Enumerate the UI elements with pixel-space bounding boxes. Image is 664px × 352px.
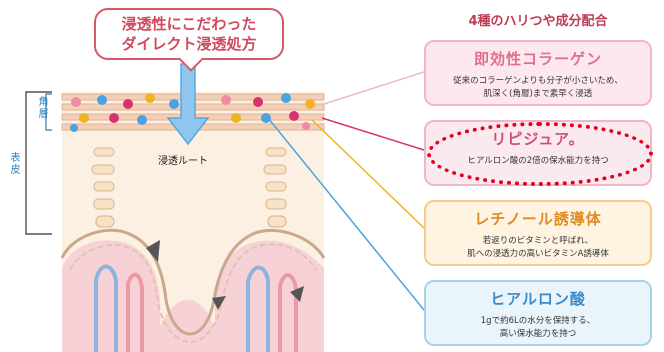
label-epidermis: 表皮	[8, 152, 19, 176]
callout-line2: ダイレクト浸透処方	[121, 35, 257, 53]
panel-hyaluronic: ヒアルロン酸 1gで約6Lの水分を保持する、 高い保水能力を持つ	[424, 280, 652, 346]
panel-collagen: 即効性コラーゲン 従来のコラーゲンよりも分子が小さいため、 肌深く(角層)まで素…	[424, 40, 652, 106]
connector-retinol	[311, 119, 425, 229]
panel-header: 4種のハリつや成分配合	[468, 14, 608, 29]
penetration-arrow	[166, 63, 210, 146]
panel-retinol-desc2: 肌への浸透力の高いビタミンA誘導体	[467, 249, 609, 259]
panel-retinol-desc1: 若返りのビタミンと呼ばれ、	[482, 236, 594, 246]
callout-bubble: 浸透性にこだわった ダイレクト浸透処方	[94, 8, 284, 60]
basal-membrane-inner	[69, 243, 317, 344]
panel-hyaluronic-desc1: 1gで約6Lの水分を保持する、	[480, 316, 596, 326]
panel-retinol-title: レチノール誘導体	[474, 210, 602, 228]
callout-line1: 浸透性にこだわった	[121, 15, 257, 33]
label-stratum: 角層	[36, 96, 47, 120]
vessel-blue-right	[246, 265, 270, 352]
panel-collagen-desc1: 従来のコラーゲンよりも分子が小さいため、	[453, 76, 623, 86]
connector-hyaluronic	[267, 117, 425, 311]
bracket-stratum	[45, 93, 52, 131]
arrow-dark-mid	[212, 296, 226, 310]
panel-collagen-desc: 従来のコラーゲンよりも分子が小さいため、 肌深く(角層)まで素早く浸透	[426, 75, 650, 101]
dermis-left-papilla	[62, 240, 160, 352]
panel-hyaluronic-desc2: 高い保水能力を持つ	[499, 329, 577, 339]
highlight-oval	[427, 122, 653, 186]
panel-retinol: レチノール誘導体 若返りのビタミンと呼ばれ、 肌への浸透力の高いビタミンA誘導体	[424, 200, 652, 266]
connector-collagen	[323, 71, 425, 105]
vessel-blue-left	[94, 264, 118, 352]
panel-collagen-title: 即効性コラーゲン	[473, 50, 602, 68]
connector-lipidure	[321, 117, 425, 151]
cells-right	[263, 147, 287, 228]
cells-left	[91, 147, 115, 228]
panel-collagen-desc2: 肌深く(角層)まで素早く浸透	[483, 89, 593, 99]
vessel-pink-left	[126, 272, 144, 352]
panel-hyaluronic-desc: 1gで約6Lの水分を保持する、 高い保水能力を持つ	[426, 315, 650, 341]
label-route: 浸透ルート	[158, 156, 208, 167]
arrow-dark-left	[146, 240, 160, 262]
bracket-epidermis	[25, 91, 52, 235]
panel-retinol-desc: 若返りのビタミンと呼ばれ、 肌への浸透力の高いビタミンA誘導体	[426, 235, 650, 261]
basal-membrane	[60, 228, 326, 336]
ingredient-dots	[70, 93, 315, 132]
arrow-dark-right	[290, 286, 304, 302]
panel-hyaluronic-title: ヒアルロン酸	[490, 290, 586, 308]
